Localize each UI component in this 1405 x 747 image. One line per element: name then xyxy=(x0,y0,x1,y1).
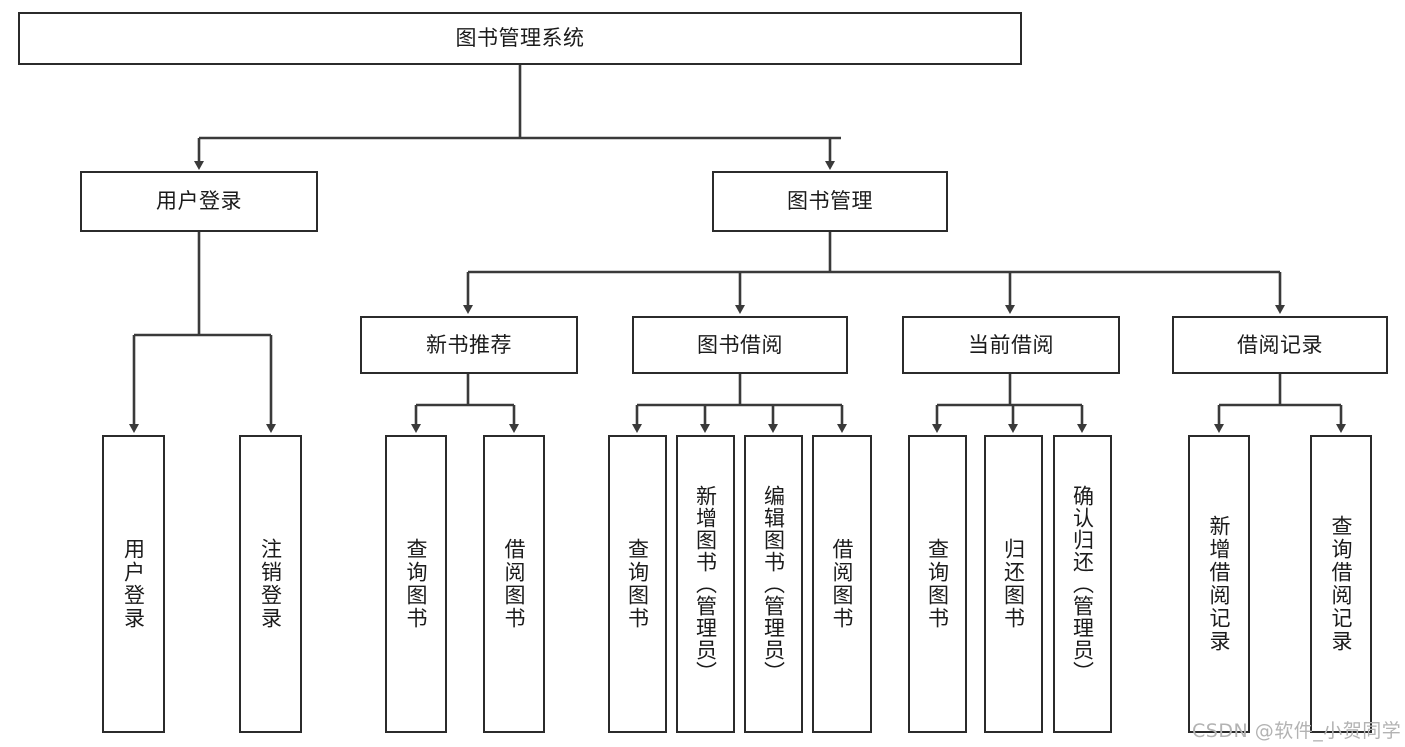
leaf-logout[interactable]: 注销登录 xyxy=(239,435,302,733)
leaf-newbook-borrow-book[interactable]: 借阅图书 xyxy=(483,435,545,733)
watermark: CSDN @软件_小贺同学 xyxy=(1192,720,1402,742)
leaf-records-query-record[interactable]: 查询借阅记录 xyxy=(1310,435,1372,733)
leaf-current-return-book-label: 归还图书 xyxy=(1001,538,1026,630)
leaf-borrow-edit-book-admin-label: 编辑图书（管理员） xyxy=(761,485,786,683)
node-book-borrow-label: 图书借阅 xyxy=(697,332,783,357)
node-book-borrow[interactable]: 图书借阅 xyxy=(632,316,848,374)
node-root[interactable]: 图书管理系统 xyxy=(18,12,1022,65)
leaf-current-query-book-label: 查询图书 xyxy=(925,538,950,630)
node-borrow-records[interactable]: 借阅记录 xyxy=(1172,316,1388,374)
node-borrow-records-label: 借阅记录 xyxy=(1237,332,1323,357)
leaf-newbook-query-book[interactable]: 查询图书 xyxy=(385,435,447,733)
leaf-borrow-add-book-admin-label: 新增图书（管理员） xyxy=(693,485,718,683)
node-current-borrow[interactable]: 当前借阅 xyxy=(902,316,1120,374)
leaf-current-return-book[interactable]: 归还图书 xyxy=(984,435,1043,733)
leaf-records-add-record-label: 新增借阅记录 xyxy=(1207,515,1232,653)
leaf-current-query-book[interactable]: 查询图书 xyxy=(908,435,967,733)
leaf-logout-label: 注销登录 xyxy=(258,538,283,630)
leaf-newbook-query-book-label: 查询图书 xyxy=(404,538,429,630)
leaf-user-login[interactable]: 用户登录 xyxy=(102,435,165,733)
node-user-login-label: 用户登录 xyxy=(156,189,242,214)
node-book-management-label: 图书管理 xyxy=(787,189,873,214)
leaf-borrow-query-book[interactable]: 查询图书 xyxy=(608,435,667,733)
leaf-newbook-borrow-book-label: 借阅图书 xyxy=(502,538,527,630)
leaf-records-add-record[interactable]: 新增借阅记录 xyxy=(1188,435,1250,733)
leaf-borrow-edit-book-admin[interactable]: 编辑图书（管理员） xyxy=(744,435,803,733)
leaf-borrow-add-book-admin[interactable]: 新增图书（管理员） xyxy=(676,435,735,733)
node-new-book-recommend[interactable]: 新书推荐 xyxy=(360,316,578,374)
leaf-current-confirm-return-admin[interactable]: 确认归还（管理员） xyxy=(1053,435,1112,733)
leaf-borrow-lend-book[interactable]: 借阅图书 xyxy=(812,435,872,733)
node-user-login[interactable]: 用户登录 xyxy=(80,171,318,232)
node-new-book-recommend-label: 新书推荐 xyxy=(426,332,512,357)
node-current-borrow-label: 当前借阅 xyxy=(968,332,1054,357)
leaf-borrow-lend-book-label: 借阅图书 xyxy=(830,538,855,630)
leaf-current-confirm-return-admin-label: 确认归还（管理员） xyxy=(1070,485,1095,683)
leaf-user-login-label: 用户登录 xyxy=(121,538,146,630)
node-root-label: 图书管理系统 xyxy=(455,26,585,51)
leaf-records-query-record-label: 查询借阅记录 xyxy=(1329,515,1354,653)
leaf-borrow-query-book-label: 查询图书 xyxy=(625,538,650,630)
node-book-management[interactable]: 图书管理 xyxy=(712,171,948,232)
